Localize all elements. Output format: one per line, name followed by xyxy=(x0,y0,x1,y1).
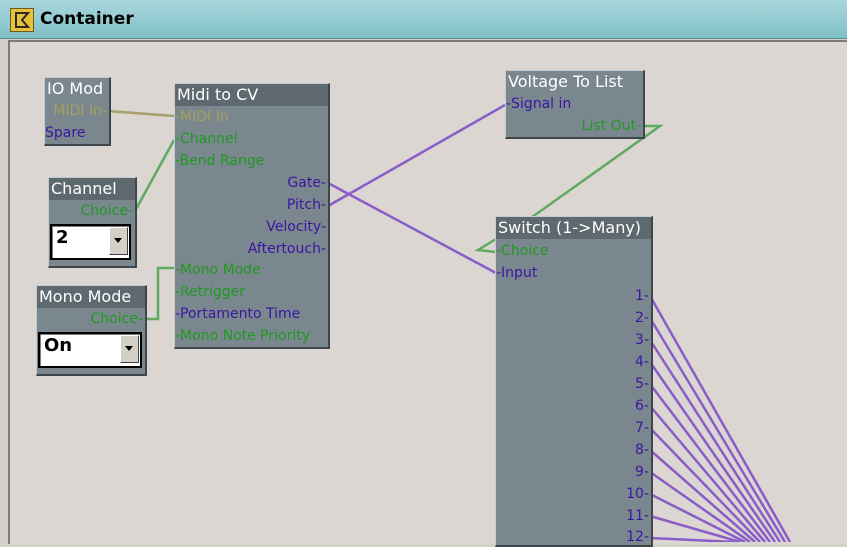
midi-in-output-pin[interactable]: MIDI In- xyxy=(53,103,107,119)
list-out-output-pin[interactable]: List Out- xyxy=(581,118,641,134)
container-icon xyxy=(10,8,34,32)
chevron-down-icon xyxy=(125,346,133,351)
dropdown-button[interactable] xyxy=(120,335,139,363)
choice-output-pin[interactable]: Choice- xyxy=(80,203,133,219)
module-title: Switch (1->Many) xyxy=(496,217,651,239)
output-pin-7[interactable]: 7- xyxy=(635,420,649,436)
output-pin-1[interactable]: 1- xyxy=(635,288,649,304)
output-pin-5[interactable]: 5- xyxy=(635,376,649,392)
output-pin-6[interactable]: 6- xyxy=(635,398,649,414)
chevron-down-icon xyxy=(114,238,122,243)
choice-output-pin[interactable]: Choice- xyxy=(90,311,143,327)
output-pin-2[interactable]: 2- xyxy=(635,310,649,326)
output-pin-3[interactable]: 3- xyxy=(635,332,649,348)
module-title: Mono Mode xyxy=(37,286,145,308)
module-title: IO Mod xyxy=(47,79,104,98)
mono-mode-select-value: On xyxy=(44,335,73,356)
bend-range-input-pin[interactable]: -Bend Range xyxy=(175,153,265,169)
io-mod-module[interactable]: IO Mod MIDI In- Spare xyxy=(44,77,111,146)
voltage-to-list-module[interactable]: Voltage To List -Signal in List Out- xyxy=(505,70,645,139)
module-title: Channel xyxy=(49,178,135,200)
module-title: Voltage To List xyxy=(508,72,623,91)
output-pin-11[interactable]: 11- xyxy=(626,508,649,524)
channel-module[interactable]: Channel Choice- 2 xyxy=(48,177,137,268)
choice-input-pin[interactable]: -Choice xyxy=(496,243,549,259)
dropdown-button[interactable] xyxy=(109,227,128,255)
switch-module[interactable]: Switch (1->Many) -Choice -Input 1- 2- 3-… xyxy=(495,216,653,547)
spare-pin[interactable]: Spare xyxy=(45,125,86,141)
window-title: Container xyxy=(40,9,134,29)
output-pin-10[interactable]: 10- xyxy=(626,486,649,502)
pitch-output-pin[interactable]: Pitch- xyxy=(286,197,326,213)
aftertouch-output-pin[interactable]: Aftertouch- xyxy=(247,241,326,257)
velocity-output-pin[interactable]: Velocity- xyxy=(266,219,326,235)
channel-select[interactable]: 2 xyxy=(50,224,131,260)
output-pin-8[interactable]: 8- xyxy=(635,442,649,458)
output-pin-9[interactable]: 9- xyxy=(635,464,649,480)
midi-to-cv-module[interactable]: Midi to CV -MIDI In -Channel -Bend Range… xyxy=(174,83,330,349)
channel-select-value: 2 xyxy=(56,227,69,248)
midi-in-input-pin[interactable]: -MIDI In xyxy=(175,109,229,125)
retrigger-input-pin[interactable]: -Retrigger xyxy=(175,284,246,300)
portamento-time-input-pin[interactable]: -Portamento Time xyxy=(175,306,301,322)
title-bar: Container xyxy=(0,0,847,39)
module-title: Midi to CV xyxy=(175,84,328,106)
output-pin-4[interactable]: 4- xyxy=(635,354,649,370)
mono-mode-module[interactable]: Mono Mode Choice- On xyxy=(36,285,147,376)
mono-mode-input-pin[interactable]: -Mono Mode xyxy=(175,262,261,278)
mono-note-priority-input-pin[interactable]: -Mono Note Priority xyxy=(175,328,311,344)
output-pin-12[interactable]: 12- xyxy=(626,529,649,545)
channel-input-pin[interactable]: -Channel xyxy=(175,131,238,147)
gate-output-pin[interactable]: Gate- xyxy=(287,175,326,191)
signal-in-input-pin[interactable]: -Signal in xyxy=(506,96,572,112)
mono-mode-select[interactable]: On xyxy=(38,332,142,368)
input-input-pin[interactable]: -Input xyxy=(496,265,538,281)
